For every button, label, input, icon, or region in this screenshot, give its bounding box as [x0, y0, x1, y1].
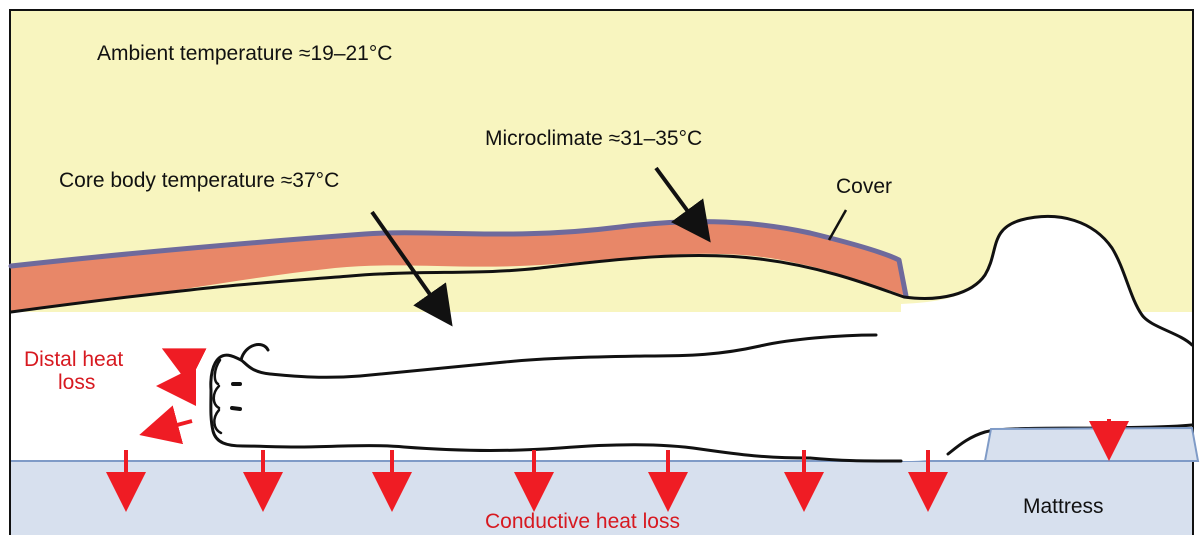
- core-body-temperature-label: Core body temperature ≈37°C: [59, 169, 340, 192]
- microclimate-band: [11, 221, 906, 312]
- head-fill: [901, 216, 1192, 461]
- distal-heat-loss-line-2: loss: [58, 371, 96, 395]
- ambient-temperature-label: Ambient temperature ≈19–21°C: [97, 42, 393, 65]
- arm-outline: [209, 333, 878, 460]
- core-temperature-arrow: [370, 210, 453, 327]
- mattress-label: Mattress: [1023, 495, 1104, 518]
- cover-pointer-line: [827, 209, 848, 241]
- distal-heat-loss-label: Distal heat loss: [24, 348, 174, 394]
- distal-arrow-1: [161, 348, 207, 385]
- distal-heat-loss-line-1: Distal heat: [24, 348, 124, 371]
- cover-label: Cover: [836, 175, 893, 198]
- cover-line: [8, 219, 909, 299]
- back-outline: [808, 456, 903, 463]
- finger-1: [213, 358, 222, 386]
- conductive-heat-loss-label: Conductive heat loss: [485, 510, 680, 533]
- distal-arrow-3: [139, 405, 193, 445]
- body-outline-top: [9, 215, 1194, 347]
- knuckle-2: [230, 406, 242, 411]
- finger-2: [212, 384, 221, 410]
- pillow-icon: [983, 426, 1200, 462]
- thumb-outline: [239, 343, 270, 362]
- microclimate-arrow: [654, 166, 711, 243]
- mattress-zone: [11, 461, 1192, 535]
- microclimate-label: Microclimate ≈31–35°C: [485, 127, 703, 150]
- finger-3: [213, 408, 223, 435]
- diagram-border: [9, 9, 1194, 535]
